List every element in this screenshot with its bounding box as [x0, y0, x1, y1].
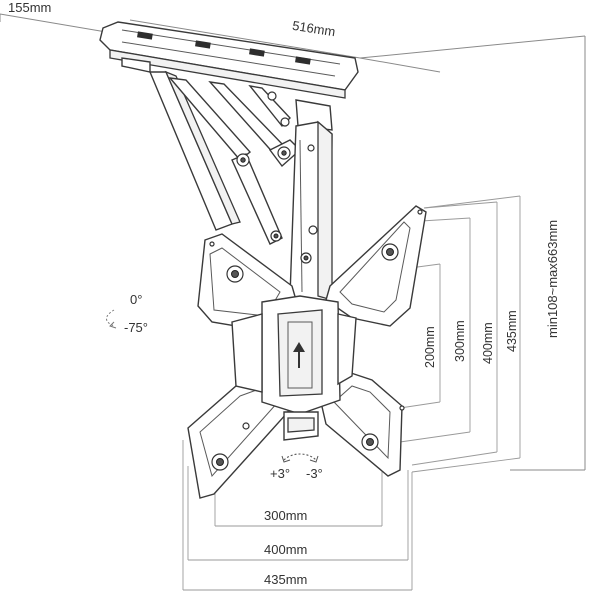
tilt-angle-bottom-label: -75° — [124, 320, 148, 335]
vesa-height-435-label: 435mm — [505, 310, 519, 352]
width-dimension-label: 516mm — [291, 18, 336, 40]
up-arrow-icon — [293, 342, 305, 368]
central-column — [289, 120, 333, 307]
height-range-label: min108~max663mm — [545, 220, 560, 338]
dimension-lines — [0, 13, 586, 591]
vesa-width-435-label: 435mm — [264, 572, 307, 587]
vesa-height-300-label: 300mm — [453, 320, 467, 362]
vesa-x-plate — [187, 205, 427, 499]
vesa-height-200-label: 200mm — [423, 326, 437, 368]
tilt-arrow-icon — [106, 309, 117, 329]
swivel-plus-label: +3° — [270, 466, 290, 481]
swivel-minus-label: -3° — [306, 466, 323, 481]
ceiling-plate — [99, 21, 359, 99]
vesa-height-400-label: 400mm — [481, 322, 495, 364]
vesa-width-300-label: 300mm — [264, 508, 307, 523]
tilt-angle-top-label: 0° — [130, 292, 142, 307]
swivel-arrow-icon — [281, 453, 319, 463]
vesa-width-400-label: 400mm — [264, 542, 307, 557]
scissor-arm-assembly — [148, 70, 333, 245]
depth-dimension-label: 155mm — [8, 0, 51, 15]
